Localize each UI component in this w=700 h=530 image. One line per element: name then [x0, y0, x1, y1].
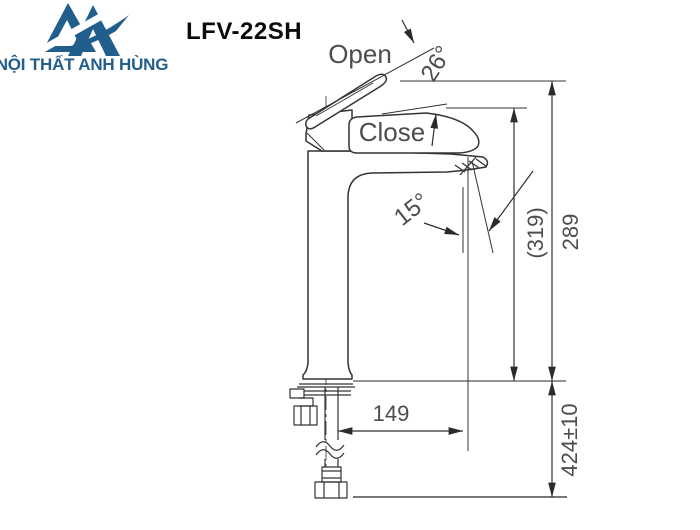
label-dim-319: (319): [523, 207, 548, 259]
hose-nut: [314, 481, 348, 499]
label-dim-289: 289: [558, 213, 583, 251]
lever-closed: [348, 112, 480, 154]
mounting-hardware: [289, 383, 355, 426]
stream-angle-line: [471, 160, 494, 254]
closed-top-line: [381, 103, 448, 115]
lever-open: [305, 73, 388, 130]
label-open: Open: [328, 39, 392, 69]
spout-outlet-hatch: [454, 156, 487, 176]
open-angle-leader: [401, 19, 415, 44]
brand-logo-icon: [36, 3, 129, 57]
label-close: Close: [358, 117, 426, 147]
supply-hose: [314, 387, 348, 499]
stream-angle-leader-left: [423, 222, 460, 236]
brand-name: NỘI THẤT ANH HÙNG: [0, 55, 169, 74]
label-dim-149: 149: [372, 401, 410, 426]
label-dim-424: 424±10: [557, 403, 582, 477]
open-angle-line: [295, 47, 435, 124]
close-leader: [430, 113, 439, 147]
faucet-body: [302, 150, 489, 380]
product-title: LFV-22SH: [186, 18, 303, 45]
